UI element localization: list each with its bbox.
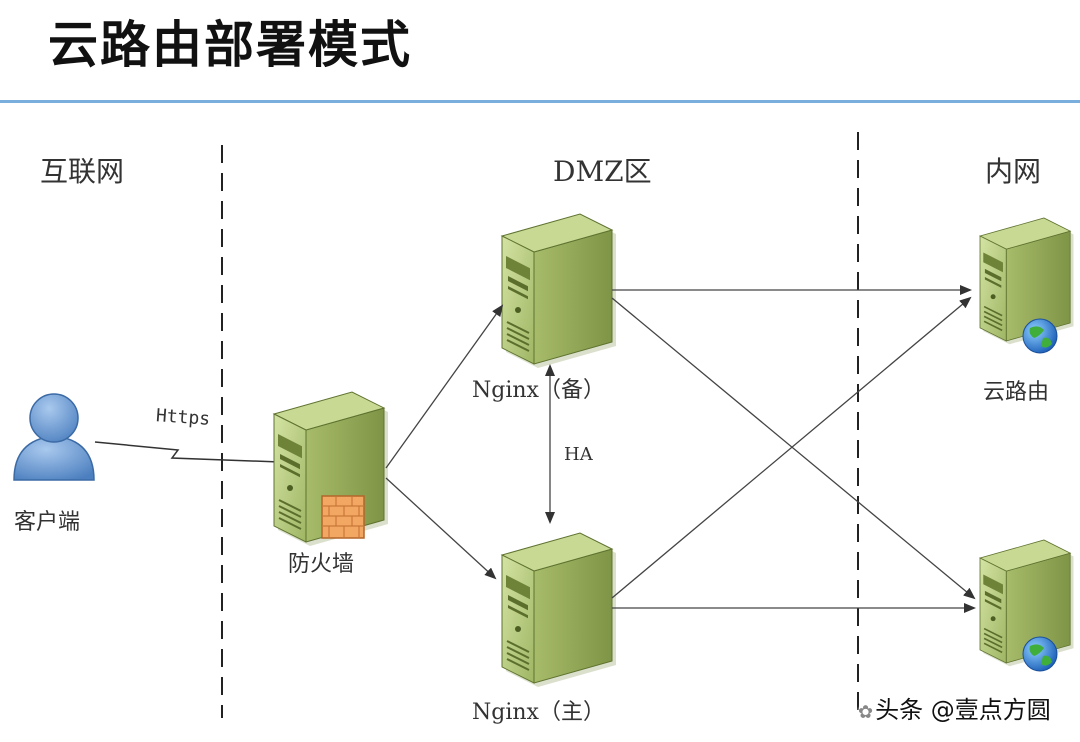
label-client: 客户端 [14,510,81,535]
label-firewall: 防火墙 [288,552,355,577]
watermark: ✿头条 @壹点方圆 [858,690,1051,725]
nginx-backup-server-icon [501,213,617,369]
globe-icon [1022,636,1058,672]
firewall-server-icon [273,391,389,547]
watermark-text: 头条 @壹点方圆 [875,696,1051,724]
label-https: Https [155,405,211,430]
client-person-icon [13,393,95,481]
nginx-primary-server-icon [501,532,617,688]
firewall-brick-icon [321,495,365,539]
globe-icon [1022,318,1058,354]
edge-firewall-to-nginx-backup [385,304,504,469]
zone-label-intranet: 内网 [985,155,1042,188]
label-nginx-backup: Nginx（备） [472,378,605,403]
label-cloud-router: 云路由 [983,380,1050,405]
title-underline [0,100,1080,103]
https-link [94,441,281,463]
edge-firewall-to-nginx-primary [385,477,497,580]
cloud-router-server-icon-top [979,217,1075,354]
watermark-logo-icon: ✿ [858,702,874,723]
edge-backup-to-router-bottom [611,297,976,600]
page-title: 云路由部署模式 [48,16,412,74]
cloud-router-server-icon-bottom [979,539,1075,672]
label-nginx-primary: Nginx（主） [472,700,605,725]
label-ha: HA [564,444,593,465]
edge-primary-to-router-top [611,296,972,599]
zone-label-internet: 互联网 [40,155,125,188]
zone-label-dmz: DMZ区 [553,155,652,188]
